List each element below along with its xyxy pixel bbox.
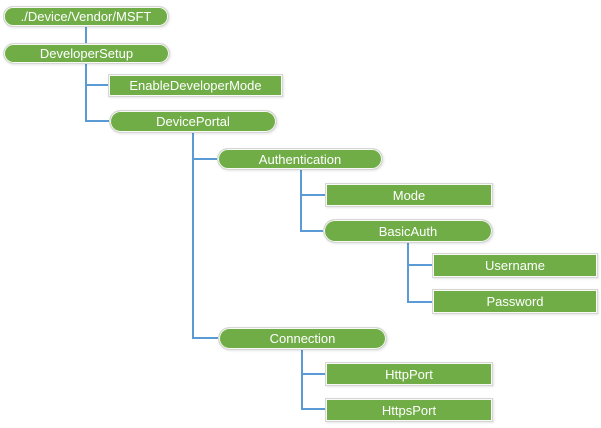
node-httpsport: HttpsPort <box>325 398 493 422</box>
connector-to-password <box>407 301 432 303</box>
connector-to-httpsport <box>301 408 325 410</box>
connector-authentication-trunk <box>300 170 302 232</box>
node-enabledevelopermode: EnableDeveloperMode <box>108 74 283 97</box>
connector-deviceportal-trunk <box>192 133 194 339</box>
connector-to-username <box>407 264 432 266</box>
connector-to-httpport <box>301 373 325 375</box>
node-device-vendor-msft: ./Device/Vendor/MSFT <box>3 6 169 27</box>
node-developersetup: DeveloperSetup <box>3 43 170 64</box>
node-mode: Mode <box>325 183 493 207</box>
node-httpport: HttpPort <box>325 362 493 386</box>
node-username: Username <box>432 253 598 278</box>
node-deviceportal: DevicePortal <box>109 110 277 133</box>
node-connection: Connection <box>218 327 387 350</box>
node-basicauth: BasicAuth <box>323 219 493 243</box>
node-password: Password <box>432 289 598 314</box>
connector-developersetup-trunk <box>85 64 87 122</box>
connector-connection-trunk <box>301 350 303 410</box>
connector-to-deviceportal <box>85 120 109 122</box>
connector-to-authentication <box>192 158 217 160</box>
connector-to-enabledevelopermode <box>85 84 108 86</box>
connector-to-connection <box>192 337 218 339</box>
connector-to-mode <box>300 194 325 196</box>
connector-root-to-developersetup <box>85 27 87 43</box>
node-authentication: Authentication <box>217 148 383 170</box>
connector-basicauth-trunk <box>407 243 409 303</box>
connector-to-basicauth <box>300 230 323 232</box>
